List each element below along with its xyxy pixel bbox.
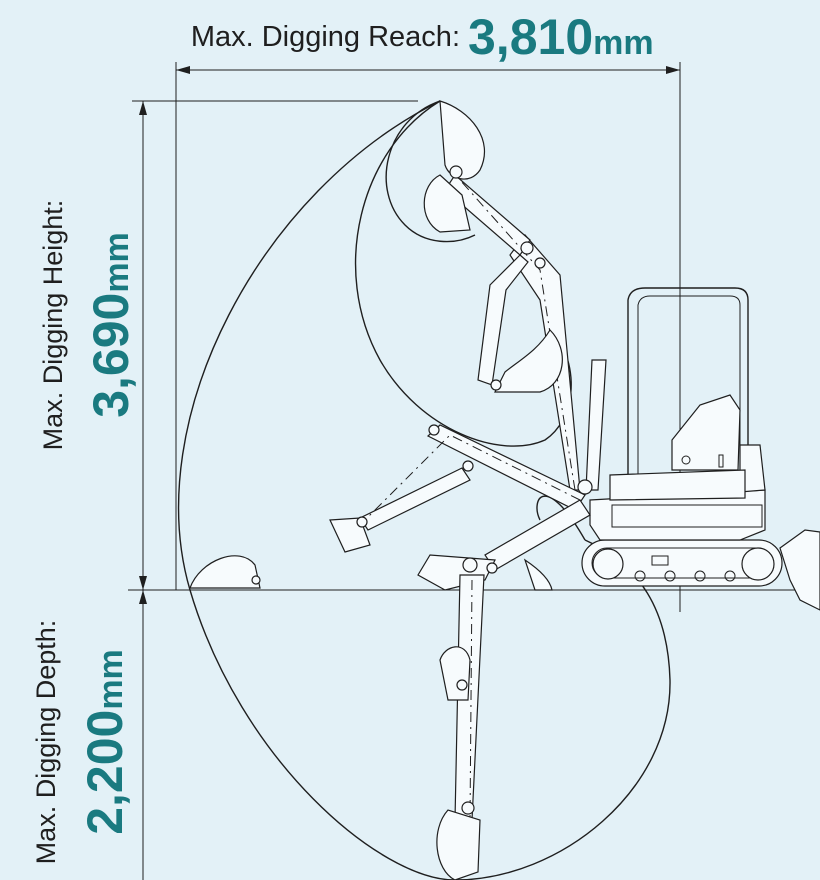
boom-arm-deep-position [436,574,485,880]
height-arrow-bottom [139,576,147,590]
pivot-pins [251,165,593,815]
arm-deep-link [439,646,471,701]
height-unit: mm [98,232,136,292]
depth-number: 2,200 [77,710,133,835]
reach-unit: mm [593,24,653,62]
cab-canopy [627,287,749,490]
depth-unit: mm [92,649,130,709]
cab-canopy-inner [637,295,741,488]
reach-arrow-left [176,66,190,74]
engine-hood [609,469,746,501]
excavator-body [589,287,766,541]
outer-range-curve [177,100,671,880]
track-undercarriage [581,529,820,611]
dozer-blade [779,529,820,611]
reach-label: Max. Digging Reach: [191,21,460,53]
boom-mid-hydraulic [585,359,607,491]
height-label: Max. Digging Height: [38,200,68,451]
height-arrow-top [139,101,147,115]
bucket-top-curl [423,174,471,233]
track-idler-front [592,548,624,580]
height-value: 3,690mm [83,232,139,418]
height-dimension: Max. Digging Height: 3,690mm [38,100,418,590]
depth-arrow-top [139,590,147,604]
cab-step [611,504,763,528]
reach-arrow-right [666,66,680,74]
bucket-ground-right [523,558,553,591]
bucket-mid [494,329,563,393]
bucket-ground-left [189,555,261,589]
arm-deep-dashed [469,579,473,821]
reach-value: 3,810mm [468,9,654,65]
depth-value: 2,200mm [77,649,133,835]
track-sprocket-rear [741,547,775,581]
boom-low-dashed [359,434,581,526]
depth-label: Max. Digging Depth: [31,620,61,865]
height-number: 3,690 [83,293,139,418]
reach-number: 3,810 [468,9,593,65]
operator-seat [671,394,741,471]
boom-arm-low-position [189,424,591,591]
bucket-deep [436,809,481,880]
boom-arm-mid-position [477,254,607,491]
bucket-top [439,100,486,180]
arm-low-reach [359,467,471,531]
inner-range-curve [385,100,476,243]
boom-arm-high-position [423,100,581,491]
boom-dashed-center [459,179,576,491]
depth-dimension: Max. Digging Depth: 2,200mm [31,590,147,880]
